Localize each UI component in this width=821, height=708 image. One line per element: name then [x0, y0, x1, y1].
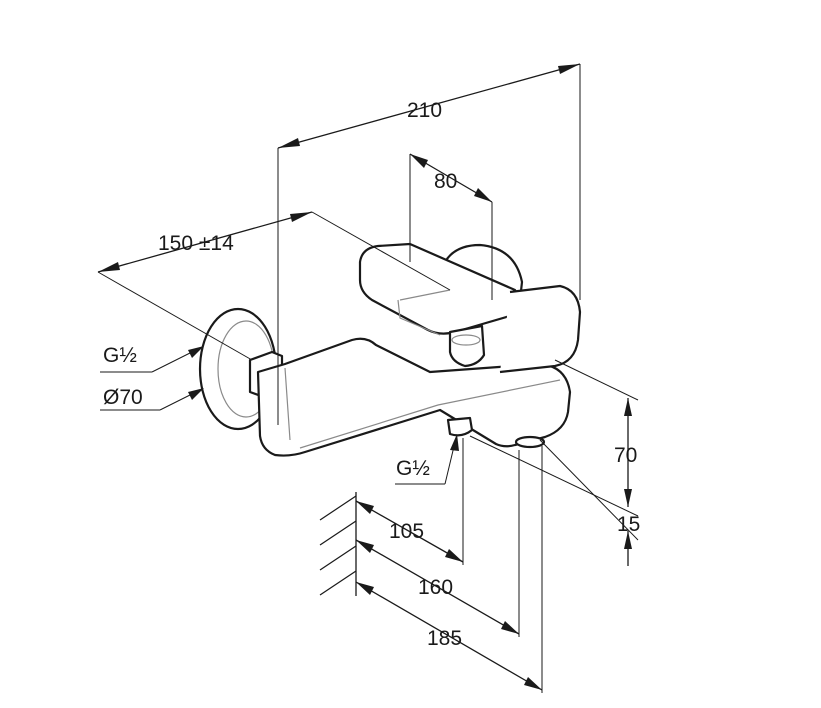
dim-80-label: 80 — [434, 170, 457, 193]
faucet-body — [198, 242, 582, 457]
dim-210-label: 210 — [407, 99, 442, 122]
dim-105-label: 105 — [389, 520, 424, 543]
rosette-diameter-label: Ø70 — [103, 386, 143, 409]
inlet-thread-label: G½ — [103, 344, 137, 367]
dim-185-label: 185 — [427, 627, 462, 650]
outlet-thread-label: G½ — [396, 457, 430, 480]
dim-15-label: 15 — [617, 513, 640, 536]
mixer-body — [256, 337, 572, 457]
dim-160-label: 160 — [418, 576, 453, 599]
spout-outlet — [514, 435, 546, 449]
dim-150-label: 150 ±14 — [158, 232, 234, 255]
outlet-thread — [446, 416, 474, 437]
diverter-knob — [448, 324, 486, 368]
dim-70-label: 70 — [614, 444, 637, 467]
dimension-lines — [97, 63, 639, 693]
